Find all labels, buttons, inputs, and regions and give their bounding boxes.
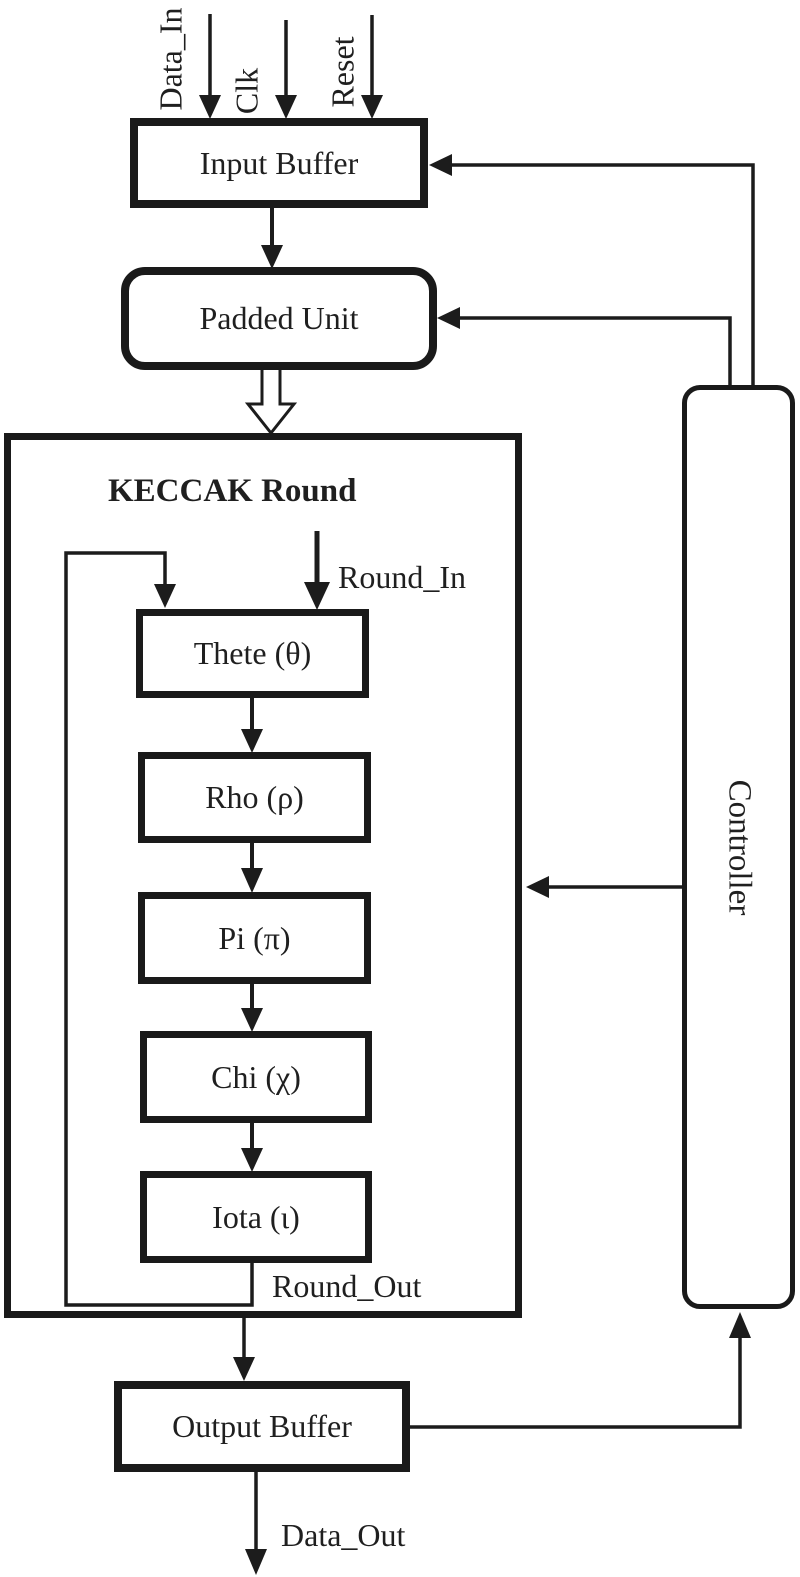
pi-stage-label: Pi (π) [218, 919, 291, 956]
controller-to-input-arrow [429, 154, 755, 388]
input-buffer-label: Input Buffer [199, 144, 359, 181]
reset-arrow [361, 15, 383, 119]
data-out-label: Data_Out [281, 1517, 406, 1553]
round-in-arrow [304, 531, 330, 610]
rho-stage-block: Rho (ρ) [138, 752, 371, 843]
data-out-arrow [245, 1472, 267, 1575]
round-in-label: Round_In [338, 559, 466, 595]
output-buffer-block: Output Buffer [114, 1381, 410, 1472]
controller-block: Controller [682, 385, 795, 1309]
chi-stage-block: Chi (χ) [140, 1031, 372, 1123]
rho-stage-label: Rho (ρ) [205, 779, 304, 815]
chi-stage-label: Chi (χ) [211, 1058, 301, 1095]
iota-stage-label: Iota (ι) [212, 1198, 300, 1235]
chi-to-iota-arrow [241, 1123, 263, 1172]
input-buffer-block: Input Buffer [130, 118, 428, 208]
output-buffer-label: Output Buffer [172, 1408, 352, 1444]
output-to-controller-arrow [410, 1312, 751, 1429]
controller-to-keccak-arrow [526, 876, 682, 898]
data-in-arrow [199, 14, 221, 119]
controller-to-padded-arrow [437, 307, 732, 388]
theta-stage-block: Thete (θ) [136, 609, 369, 698]
keccak-round-container [4, 433, 522, 1318]
theta-stage-label: Thete (θ) [193, 635, 312, 671]
keccak-round-title: KECCAK Round [108, 473, 357, 509]
keccak-to-output-arrow [233, 1318, 255, 1381]
input-to-padded-arrow [261, 208, 283, 269]
clk-label: Clk [228, 67, 265, 115]
reset-label: Reset [324, 36, 361, 108]
clk-arrow [275, 20, 297, 119]
pi-stage-block: Pi (π) [138, 892, 371, 984]
round-out-label: Round_Out [272, 1268, 422, 1304]
data-in-label: Data_In [152, 7, 189, 111]
controller-label: Controller [721, 779, 757, 915]
iota-stage-block: Iota (ι) [140, 1171, 372, 1263]
theta-to-rho-arrow [241, 698, 263, 753]
padded-unit-block: Padded Unit [121, 267, 437, 370]
rho-to-pi-arrow [241, 843, 263, 893]
padded-to-keccak-wide-arrow [244, 370, 298, 436]
round-feedback-wire [64, 551, 254, 1307]
padded-unit-label: Padded Unit [199, 300, 359, 336]
pi-to-chi-arrow [241, 983, 263, 1032]
